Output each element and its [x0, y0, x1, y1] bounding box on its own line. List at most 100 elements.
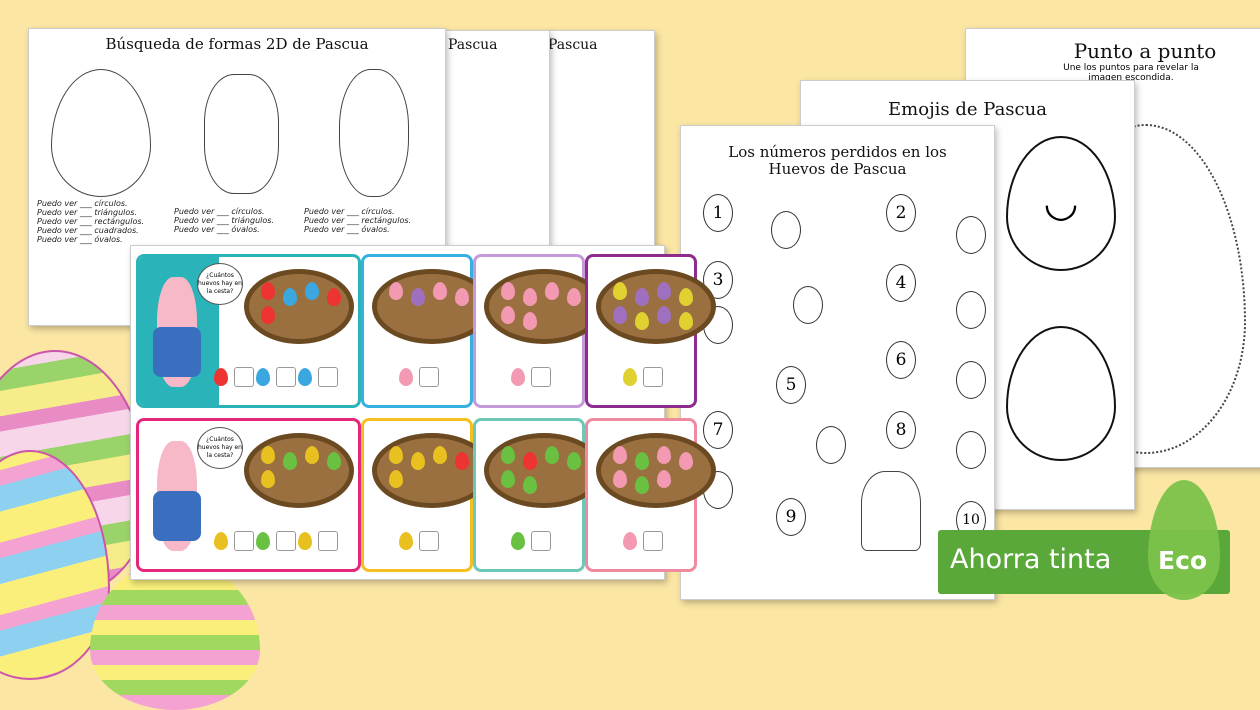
egg-key [256, 532, 270, 550]
egg [501, 470, 515, 488]
egg-outline [51, 69, 151, 197]
answer-lines-2: Puedo ver ___ círculos. Puedo ver ___ tr… [174, 207, 274, 234]
blank-egg [956, 361, 986, 399]
shapes-worksheet-back2: Pascua [545, 30, 655, 275]
egg [327, 288, 341, 306]
egg [613, 446, 627, 464]
answer-box[interactable] [531, 531, 551, 551]
answer-box[interactable] [419, 531, 439, 551]
blank-egg [816, 426, 846, 464]
egg [501, 306, 515, 324]
answer-box[interactable] [276, 531, 296, 551]
smiling-egg-emoji: ◡ [1006, 136, 1116, 271]
egg [545, 282, 559, 300]
eco-badge-label: Ahorra tinta [950, 544, 1112, 575]
egg [389, 446, 403, 464]
missing-numbers-worksheet: Los números perdidos en los Huevos de Pa… [680, 125, 995, 600]
egg [613, 470, 627, 488]
egg [567, 452, 581, 470]
blank-egg [956, 291, 986, 329]
blank-egg [956, 431, 986, 469]
answer-lines-3: Puedo ver ___ círculos. Puedo ver ___ re… [304, 207, 411, 234]
basket [484, 269, 604, 344]
number-egg: 9 [776, 498, 806, 536]
egg [411, 452, 425, 470]
egg-key [511, 532, 525, 550]
answer-line: Puedo ver ___ rectángulos. [37, 217, 145, 226]
number-egg: 4 [886, 264, 916, 302]
answer-line: Puedo ver ___ óvalos. [37, 235, 123, 244]
basket [596, 269, 716, 344]
egg [523, 288, 537, 306]
egg [545, 446, 559, 464]
egg-key [399, 532, 413, 550]
answer-box[interactable] [234, 531, 254, 551]
egg [455, 452, 469, 470]
answer-box[interactable] [643, 367, 663, 387]
egg [305, 446, 319, 464]
egg [389, 470, 403, 488]
egg [523, 452, 537, 470]
sheet-title: Punto a punto [1073, 39, 1217, 63]
egg [261, 282, 275, 300]
egg [283, 288, 297, 306]
egg-key [399, 368, 413, 386]
answer-box[interactable] [318, 531, 338, 551]
answer-box[interactable] [318, 367, 338, 387]
egg-key [214, 368, 228, 386]
egg [501, 446, 515, 464]
answer-box[interactable] [276, 367, 296, 387]
basket-outline [861, 471, 921, 551]
egg [657, 306, 671, 324]
basket [596, 433, 716, 508]
egg [411, 288, 425, 306]
egg [635, 288, 649, 306]
bunny-outline [339, 69, 409, 197]
number-egg: 5 [776, 366, 806, 404]
answer-line: Puedo ver ___ círculos. [37, 199, 128, 208]
blank-egg [771, 211, 801, 249]
number-egg: 2 [886, 194, 916, 232]
egg [455, 288, 469, 306]
answer-box[interactable] [643, 531, 663, 551]
egg [327, 452, 341, 470]
egg [261, 446, 275, 464]
eco-label: Eco [1158, 546, 1208, 575]
counting-card [585, 418, 716, 572]
basket [372, 269, 492, 344]
answer-line: Puedo ver ___ óvalos. [174, 225, 260, 234]
counting-card [361, 418, 492, 572]
answer-box[interactable] [419, 367, 439, 387]
egg [283, 452, 297, 470]
egg-key [298, 368, 312, 386]
number-egg: 7 [703, 411, 733, 449]
answer-line: Puedo ver ___ óvalos. [304, 225, 390, 234]
blank-egg [793, 286, 823, 324]
egg [501, 282, 515, 300]
egg [389, 282, 403, 300]
sheet-title: Los números perdidos en los Huevos de Pa… [728, 143, 947, 178]
answer-box[interactable] [531, 367, 551, 387]
speech-bubble: ¿Cuántos huevos hay en la cesta? [197, 427, 243, 469]
egg [523, 476, 537, 494]
egg [635, 476, 649, 494]
answer-line: Puedo ver ___ triángulos. [174, 216, 274, 225]
egg [305, 282, 319, 300]
egg-key [623, 368, 637, 386]
shapes-worksheet-back1: Pascua [445, 30, 550, 275]
egg-key [623, 532, 637, 550]
answer-line: Puedo ver ___ cuadrados. [37, 226, 139, 235]
egg [657, 282, 671, 300]
egg [261, 306, 275, 324]
egg [657, 470, 671, 488]
counting-cards-sheet: ¿Cuántos huevos hay en la cesta? ¿Cuántos… [130, 245, 716, 580]
answer-box[interactable] [234, 367, 254, 387]
answer-line: Puedo ver ___ círculos. [174, 207, 265, 216]
counting-card [585, 254, 716, 408]
counting-card: ¿Cuántos huevos hay en la cesta? [136, 254, 361, 408]
number-egg: 8 [886, 411, 916, 449]
basket [244, 433, 354, 508]
sheet-title: Pascua [548, 37, 598, 53]
leaf-icon [1148, 480, 1220, 600]
counting-card [361, 254, 492, 408]
